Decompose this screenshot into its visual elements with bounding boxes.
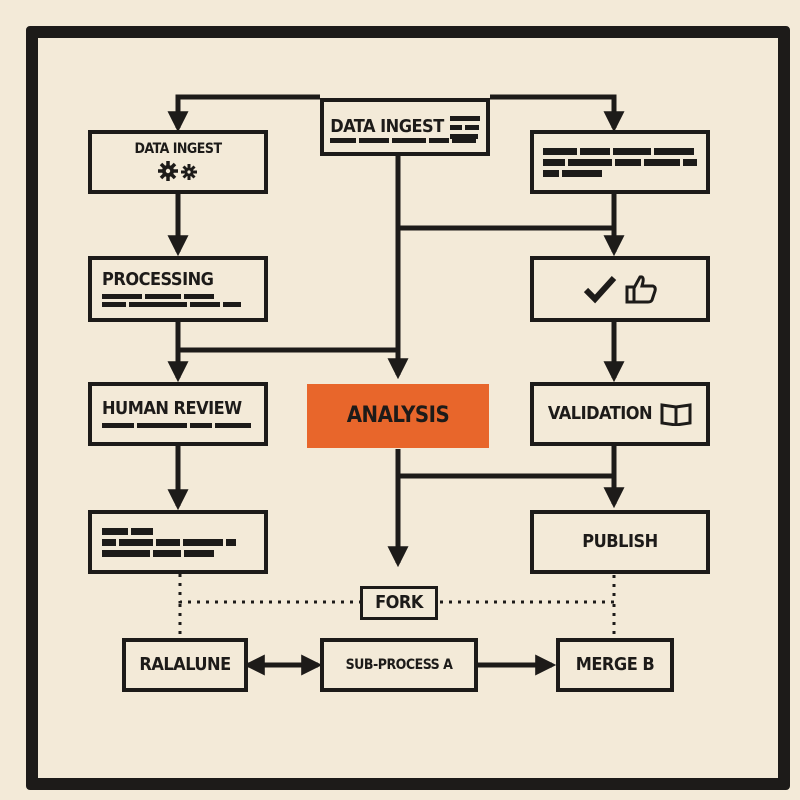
node-human-review[interactable]: HUMAN REVIEW [88, 382, 268, 446]
node-data-ingest-left[interactable]: DATA INGEST [88, 130, 268, 194]
scribble-text [330, 138, 476, 143]
node-merge-b[interactable]: MERGE B [556, 638, 674, 692]
edge-top-to-left-ingest [167, 94, 320, 133]
scribble-text [543, 147, 697, 177]
dotted-left-branch [178, 574, 360, 604]
node-sub-process-a-label: SUB-PROCESS A [345, 657, 453, 673]
node-validation-label: VALIDATION [547, 403, 653, 424]
open-book-icon [660, 403, 692, 426]
dotted-right-branch [440, 574, 616, 604]
node-placeholder-right[interactable] [530, 130, 710, 194]
node-ralalune-label: RALALUNE [139, 654, 231, 675]
node-approval[interactable] [530, 256, 710, 322]
node-processing[interactable]: PROCESSING [88, 256, 268, 322]
node-analysis-label: ANALYSIS [346, 403, 450, 428]
scribble-text [102, 294, 241, 307]
edge-branch-to-approval [398, 225, 625, 257]
node-ralalune[interactable]: RALALUNE [122, 638, 248, 692]
node-placeholder-left[interactable] [88, 510, 268, 574]
scribble-text [102, 423, 251, 428]
node-validation[interactable]: VALIDATION [530, 382, 710, 446]
node-fork-label: FORK [375, 592, 423, 613]
node-publish-label: PUBLISH [582, 531, 658, 552]
node-analysis[interactable]: ANALYSIS [307, 384, 489, 448]
node-data-ingest-left-label: DATA INGEST [134, 141, 222, 157]
node-fork[interactable]: FORK [360, 586, 438, 620]
edge-top-to-right-box [490, 94, 625, 133]
edge-analysis-to-publish [398, 473, 625, 509]
scribble-text [102, 527, 236, 557]
node-data-ingest-top-label: DATA INGEST [330, 116, 444, 137]
node-data-ingest-top[interactable]: DATA INGEST [320, 98, 490, 156]
scribble-text [449, 115, 480, 139]
node-publish[interactable]: PUBLISH [530, 510, 710, 574]
node-sub-process-a[interactable]: SUB-PROCESS A [320, 638, 478, 692]
gears-icon [158, 161, 197, 181]
checkmark-icon [583, 275, 617, 304]
thumbs-up-icon [625, 275, 657, 304]
node-human-review-label: HUMAN REVIEW [102, 398, 242, 419]
node-merge-b-label: MERGE B [575, 654, 655, 675]
node-processing-label: PROCESSING [102, 269, 214, 290]
